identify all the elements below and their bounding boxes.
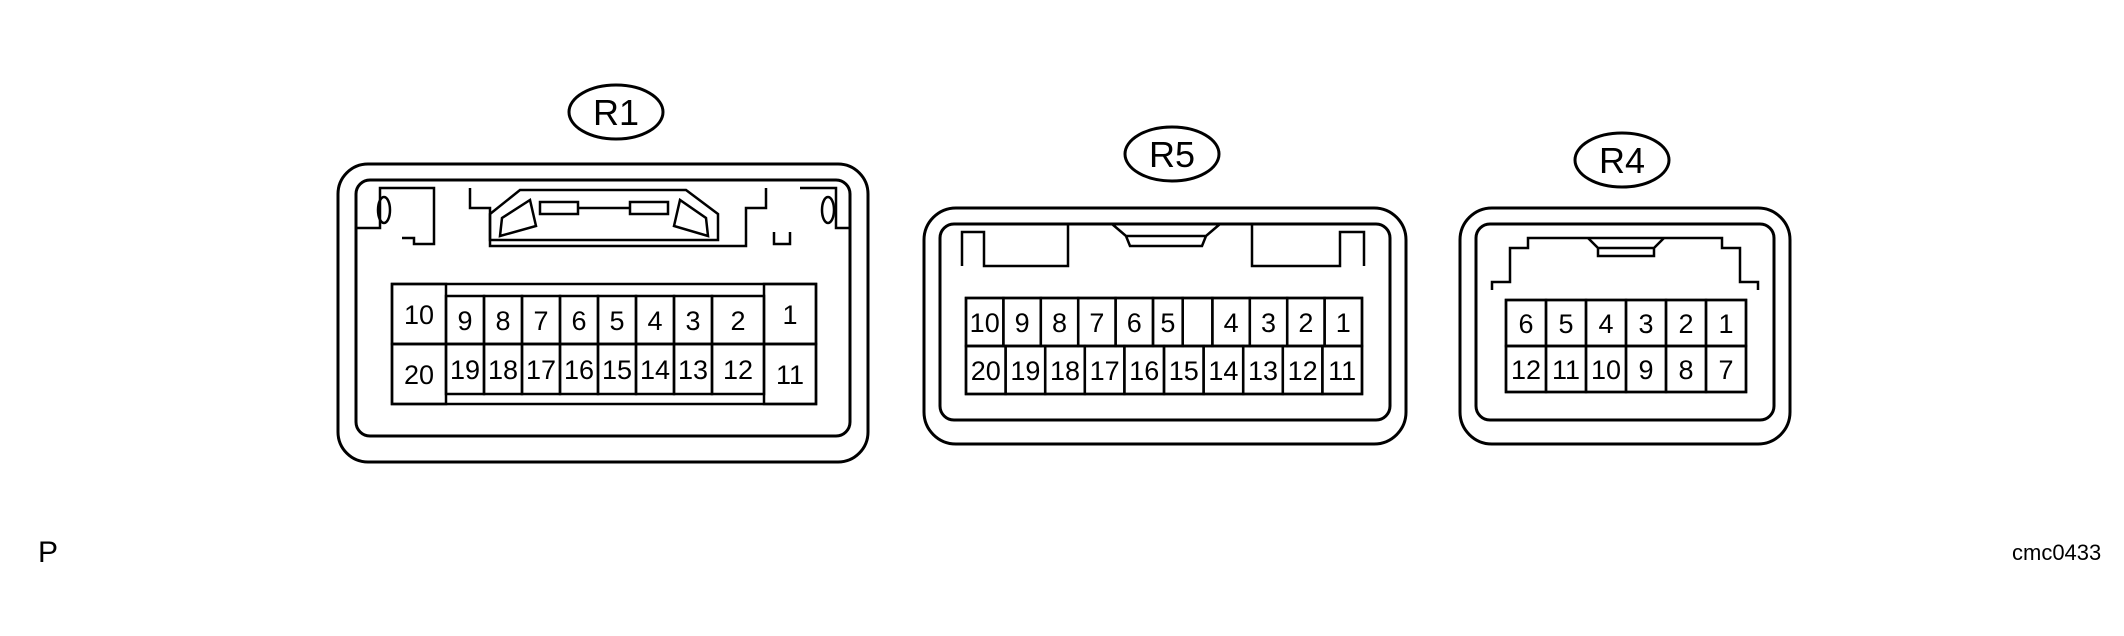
r5-pin-2-label: 2: [1298, 308, 1313, 338]
r4-pin-7-label: 7: [1718, 355, 1733, 385]
r5-pin-6-label: 6: [1127, 308, 1142, 338]
r5-pin-19-label: 19: [1010, 356, 1040, 386]
r5-pin-3-label: 3: [1261, 308, 1276, 338]
r1-right-slot: [820, 195, 836, 225]
r1-pin-20-label: 20: [404, 360, 434, 390]
r1-label-bubble: [567, 83, 665, 141]
r1-pin-17-label: 17: [526, 355, 556, 385]
r1-pin-10-label: 10: [404, 300, 434, 330]
r5-housing-outer: [922, 206, 1408, 446]
r4-label: R4: [1599, 140, 1645, 181]
r4-pin-1-label: 1: [1718, 309, 1733, 339]
r5-label-bubble: [1123, 125, 1221, 183]
r1-pin-2-label: 2: [730, 306, 745, 336]
r4-latch: [1587, 237, 1665, 258]
r4-top-profile: [1490, 236, 1760, 290]
page-letter: P: [38, 536, 59, 569]
r4-pin-8-label: 8: [1678, 355, 1693, 385]
r5-latch: [1111, 223, 1221, 248]
r4-label-bubble: [1573, 131, 1671, 189]
r4-housing-outer: [1458, 206, 1792, 446]
r5-pin-4-label: 4: [1224, 308, 1239, 338]
r5-pin-7-label: 7: [1089, 308, 1104, 338]
r5-pin-blank-cell: [1181, 296, 1214, 348]
r5-pin-20-label: 20: [971, 356, 1001, 386]
r1-pin-15-label: 15: [602, 355, 632, 385]
r4-housing-inner: [1474, 222, 1776, 422]
r1-pin-13-label: 13: [678, 355, 708, 385]
r1-pin-3-label: 3: [685, 306, 700, 336]
r1-pin-11-cell: [762, 342, 818, 406]
r1-label: R1: [593, 92, 639, 133]
r1-pin-6-label: 6: [571, 306, 586, 336]
r4-pin-12-label: 12: [1511, 355, 1541, 385]
r1-top-profile: [356, 186, 850, 248]
r1-pin-1-label: 1: [782, 300, 797, 330]
r1-pin-18-label: 18: [488, 355, 518, 385]
r1-pin-16-label: 16: [564, 355, 594, 385]
r1-pin-19-label: 19: [450, 355, 480, 385]
r1-pin-5-label: 5: [609, 306, 624, 336]
r1-pin-9-label: 9: [457, 306, 472, 336]
r5-pin-14-label: 14: [1208, 356, 1238, 386]
r1-pin-8-label: 8: [495, 306, 510, 336]
r4-pin-10-label: 10: [1591, 355, 1621, 385]
r1-pin-14-label: 14: [640, 355, 670, 385]
r1-pin-4-label: 4: [647, 306, 662, 336]
r4-pin-2-label: 2: [1678, 309, 1693, 339]
r1-housing-outer: [336, 162, 870, 464]
r5-pin-1-label: 1: [1336, 308, 1351, 338]
r5-pin-15-label: 15: [1169, 356, 1199, 386]
r4-pin-3-label: 3: [1638, 309, 1653, 339]
r5-label: R5: [1149, 134, 1195, 175]
r5-pin-9-label: 9: [1015, 308, 1030, 338]
r1-latch: [488, 188, 720, 242]
r5-top-profile: [960, 224, 1366, 268]
r5-pin-17-label: 17: [1090, 356, 1120, 386]
r1-pin-11-label: 11: [776, 360, 804, 390]
r4-pin-6-label: 6: [1518, 309, 1533, 339]
r1-pin-12-label: 12: [723, 355, 753, 385]
r5-pin-11-label: 11: [1328, 356, 1356, 386]
r5-pin-12-label: 12: [1288, 356, 1318, 386]
r5-pin-18-label: 18: [1050, 356, 1080, 386]
figure-code: cmc0433: [2012, 540, 2102, 565]
r4-pin-5-label: 5: [1558, 309, 1573, 339]
r5-pin-10-label: 10: [970, 308, 1000, 338]
r4-pin-7-cell: [1704, 344, 1748, 394]
r1-left-slot: [376, 195, 392, 225]
r5-pin-16-label: 16: [1129, 356, 1159, 386]
r5-housing-inner: [938, 222, 1392, 422]
r1-housing-inner: [354, 178, 852, 438]
r1-pin-7-label: 7: [533, 306, 548, 336]
r5-pin-5-label: 5: [1160, 308, 1175, 338]
r5-pin-1-cell: [1323, 296, 1364, 348]
r4-pin-11-label: 11: [1552, 355, 1580, 385]
r4-pin-9-label: 9: [1638, 355, 1653, 385]
r5-pin-8-label: 8: [1052, 308, 1067, 338]
r5-pin-13-label: 13: [1248, 356, 1278, 386]
r4-pin-4-label: 4: [1598, 309, 1613, 339]
